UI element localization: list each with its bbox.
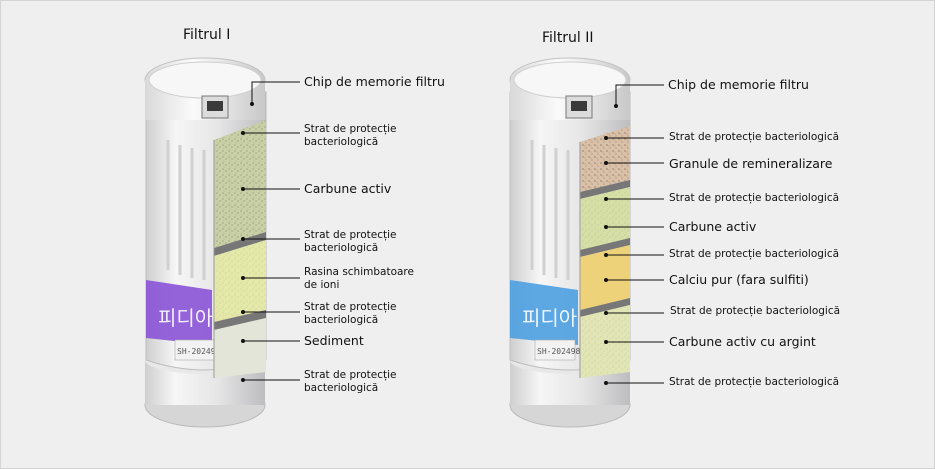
filter-2-label-protect-1: Strat de protecție bacteriologică (669, 131, 840, 143)
filter-2-label-protect-3: Strat de protecție bacteriologică (669, 248, 840, 260)
filter-2-label-protect-5: Strat de protecție bacteriologică (669, 376, 840, 388)
filter-1-leaders (241, 81, 300, 382)
filter-2-title: Filtrul II (542, 30, 594, 46)
filter-1-label-protect-1: Strat de protecție bacteriologică (304, 123, 397, 149)
filter-2-brand-band (510, 280, 578, 345)
filter-1-label-protect-2: Strat de protecție bacteriologică (304, 229, 397, 255)
filter-1-label-protect-3: Strat de protecție bacteriologică (304, 301, 397, 327)
filter-1-label-carbon: Carbune activ (304, 181, 392, 196)
filter-2-label-carbon: Carbune activ (669, 219, 757, 234)
filter-1-cartridge: 피디아 SH-202498 (144, 57, 267, 428)
filter-1-label-chip: Chip de memorie filtru (304, 74, 445, 89)
filter-1-label-protect-4: Strat de protecție bacteriologică (304, 369, 397, 395)
filter-2-label-silver-carbon: Carbune activ cu argint (669, 334, 816, 349)
filter-2-leaders (604, 84, 664, 385)
filter-1-label-sediment: Sediment (304, 333, 364, 348)
filter-1-code-text: SH-202498 (177, 347, 221, 356)
filter-2-code-text: SH-202498 (537, 347, 581, 356)
filter-1-brand-band (146, 280, 212, 345)
filter-2-label-protect-2: Strat de protecție bacteriologică (669, 192, 840, 204)
filter-2-label-remineral: Granule de remineralizare (669, 156, 833, 171)
filter-2-label-protect-4: Strat de protecție bacteriologică (670, 305, 841, 317)
filter-2-label-calcium: Calciu pur (fara sulfiti) (669, 272, 809, 287)
filter-2-brand-text: 피디아 (522, 306, 577, 330)
filter-1-label-resin: Rasina schimbatoare de ioni (304, 266, 414, 292)
filter-1-title: Filtrul I (183, 27, 231, 43)
filter-2-label-chip: Chip de memorie filtru (668, 77, 809, 92)
filter-1-brand-text: 피디아 (158, 306, 213, 330)
filter-2-cartridge: 피디아 SH-202498 (509, 57, 631, 428)
